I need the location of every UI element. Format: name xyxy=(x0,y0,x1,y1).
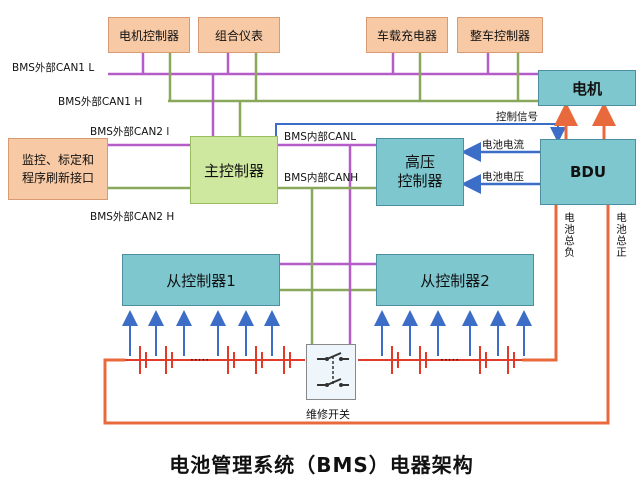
monitor-interface-box: 监控、标定和 程序刷新接口 xyxy=(8,138,108,200)
motor-box: 电机 xyxy=(538,70,636,106)
can1l-label: BMS外部CAN1 L xyxy=(12,62,95,74)
battery-positive-label: 电池总正 xyxy=(615,212,627,258)
main-controller-box: 主控制器 xyxy=(190,136,278,204)
can2l-label: BMS外部CAN2 l xyxy=(90,126,170,138)
battery-voltage-label: 电池电压 xyxy=(482,171,524,183)
internal-canh-label: BMS内部CANH xyxy=(284,172,359,184)
can1h-label: BMS外部CAN1 H xyxy=(58,96,143,108)
battery-cells-group-2 xyxy=(391,346,515,374)
service-switch-label: 维修开关 xyxy=(306,408,350,421)
onboard-charger-box: 车载充电器 xyxy=(366,17,448,53)
instrument-cluster-box: 组合仪表 xyxy=(198,17,280,53)
service-switch-box xyxy=(306,344,356,400)
switch-icon xyxy=(317,352,349,387)
svg-text:·····: ····· xyxy=(190,353,209,367)
svg-text:·····: ····· xyxy=(440,353,459,367)
battery-cells-group-1 xyxy=(139,346,291,374)
slave-controller-1-box: 从控制器1 xyxy=(122,254,280,306)
control-signal-label: 控制信号 xyxy=(496,111,538,123)
internal-canl-label: BMS内部CANL xyxy=(284,131,357,143)
diagram-title: 电池管理系统（BMS）电器架构 xyxy=(169,453,474,477)
battery-current-label: 电池电流 xyxy=(482,139,524,151)
bdu-box: BDU xyxy=(540,139,636,205)
slave-controller-2-box: 从控制器2 xyxy=(376,254,534,306)
motor-controller-box: 电机控制器 xyxy=(108,17,190,53)
vehicle-controller-box: 整车控制器 xyxy=(457,17,543,53)
hv-controller-box: 高压 控制器 xyxy=(376,138,464,206)
battery-negative-label: 电池总负 xyxy=(563,212,575,258)
can2h-label: BMS外部CAN2 H xyxy=(90,211,175,223)
